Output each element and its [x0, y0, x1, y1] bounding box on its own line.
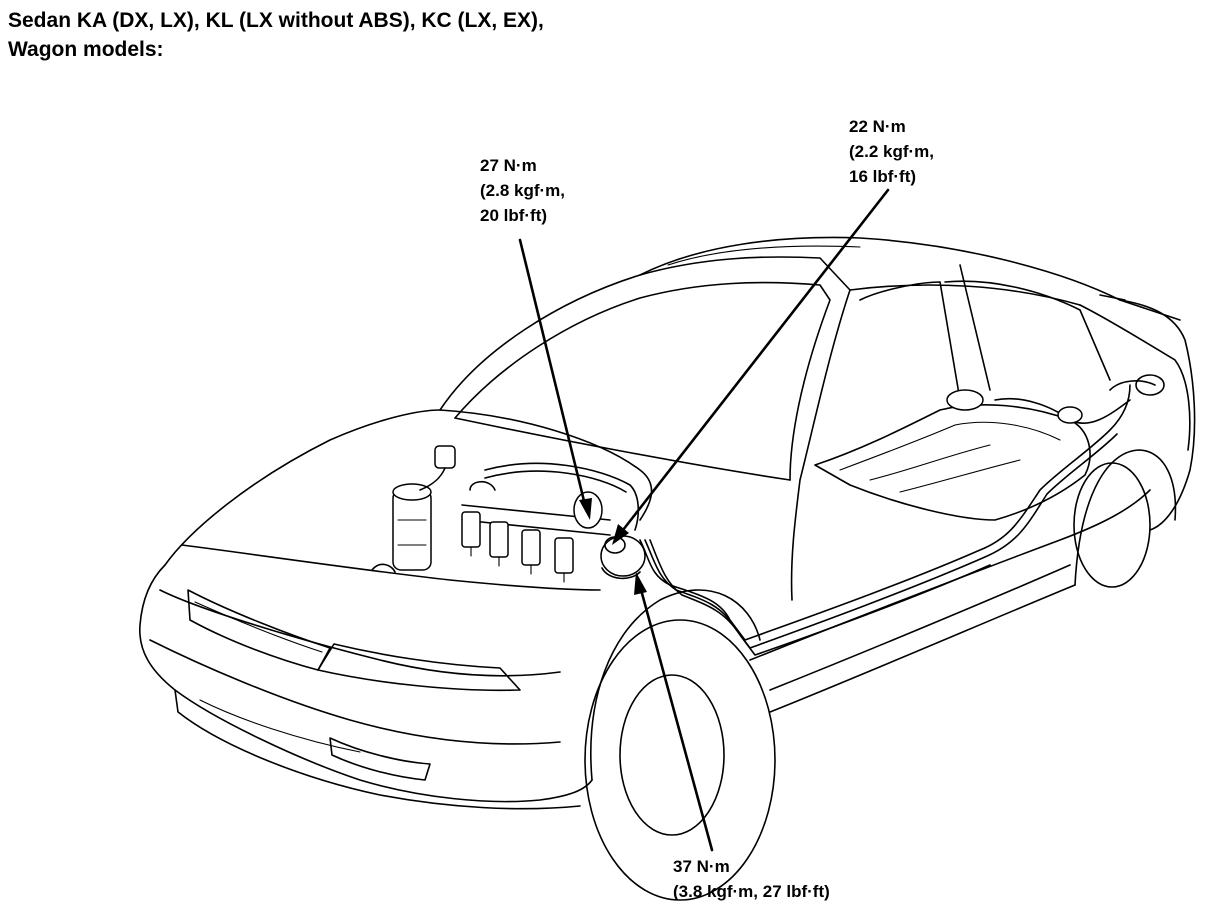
leader-lines [518, 188, 890, 852]
torque-27-line1: 27 N·m [480, 156, 537, 175]
torque-22-line1: 22 N·m [849, 117, 906, 136]
torque-37-line1: 37 N·m [673, 857, 730, 876]
fuel-tank [814, 380, 1156, 521]
car-body [139, 236, 1196, 901]
title-line-1: Sedan KA (DX, LX), KL (LX without ABS), … [8, 9, 544, 32]
leader-37nm [638, 584, 714, 852]
torque-callout-37nm: 37 N·m (3.8 kgf·m, 27 lbf·ft) [673, 854, 830, 904]
torque-callout-22nm: 22 N·m (2.2 kgf·m, 16 lbf·ft) [849, 114, 934, 189]
chassis-fuel-lines [639, 384, 1131, 656]
title-line-2: Wagon models: [8, 38, 164, 61]
engine-components [371, 445, 646, 583]
torque-27-line2: (2.8 kgf·m, [480, 181, 566, 200]
torque-callout-27nm: 27 N·m (2.8 kgf·m, 20 lbf·ft) [480, 153, 565, 228]
leader-22nm [621, 188, 890, 532]
torque-22-line2: (2.2 kgf·m, [849, 142, 935, 161]
torque-22-line3: 16 lbf·ft) [849, 167, 917, 186]
arrowhead-22nm [612, 524, 629, 545]
arrowhead-27nm [579, 498, 592, 520]
diagram-title: Sedan KA (DX, LX), KL (LX without ABS), … [8, 6, 544, 64]
torque-37-line2: (3.8 kgf·m, 27 lbf·ft) [673, 882, 830, 901]
arrowhead-37nm [634, 572, 647, 595]
leader-27nm [518, 238, 587, 507]
torque-27-line3: 20 lbf·ft) [480, 206, 548, 225]
